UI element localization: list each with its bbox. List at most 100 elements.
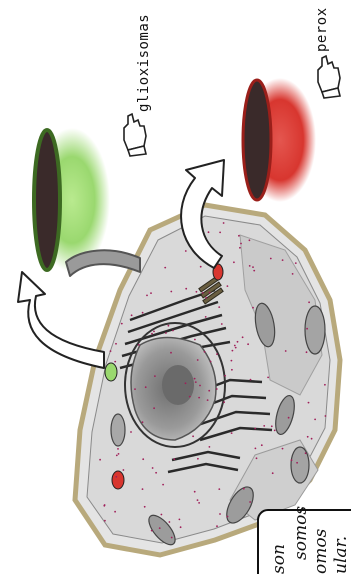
ribosome-dot	[99, 459, 101, 461]
ribosome-dot	[237, 341, 239, 343]
ribosome-dot	[282, 259, 284, 261]
ribosome-dot	[192, 435, 194, 437]
ribosome-dot	[308, 402, 310, 404]
ribosome-dot	[219, 513, 221, 515]
ribosome-dot	[110, 350, 112, 352]
caption-line-4: ular.	[331, 536, 351, 574]
ribosome-dot	[231, 432, 233, 434]
ribosome-dot	[138, 344, 140, 346]
ribosome-dot	[250, 379, 252, 381]
ribosome-dot	[307, 436, 309, 438]
ribosome-dot	[247, 343, 249, 345]
caption-line-1: son	[269, 544, 289, 574]
ribosome-dot	[152, 467, 154, 469]
ribosome-dot	[162, 484, 164, 486]
ribosome-dot	[282, 448, 284, 450]
ribosome-dot	[146, 295, 148, 297]
ribosome-dot	[218, 306, 220, 308]
caption-box: son somos omos ular.	[258, 506, 351, 574]
ribosome-dot	[218, 488, 220, 490]
ribosome-dot	[134, 388, 136, 390]
ribosome-dot	[227, 285, 229, 287]
ribosome-dot	[235, 347, 237, 349]
ribosome-dot	[199, 385, 201, 387]
ribosome-dot	[271, 425, 273, 427]
ribosome-dot	[261, 444, 263, 446]
ribosome-dot	[208, 390, 210, 392]
ribosome-dot	[295, 262, 297, 264]
ribosome-dot	[209, 292, 211, 294]
ribosome-dot	[242, 336, 244, 338]
ribosome-dot	[117, 448, 119, 450]
ribosome-dot	[256, 457, 258, 459]
ribosome-dot	[171, 537, 173, 539]
ribosome-dot	[116, 455, 118, 457]
ribosome-dot	[196, 291, 198, 293]
ribosome-dot	[142, 488, 144, 490]
ribosome-dot	[209, 446, 211, 448]
ribosome-dot	[145, 386, 147, 388]
ribosome-dot	[114, 511, 116, 513]
ribosome-dot	[185, 288, 187, 290]
ribosome-dot	[234, 345, 236, 347]
ribosome-dot	[150, 292, 152, 294]
ribosome-dot	[205, 297, 207, 299]
ribosome-dot	[179, 519, 181, 521]
ribosome-dot	[208, 231, 210, 233]
ribosome-dot	[291, 459, 293, 461]
ribosome-dot	[165, 332, 167, 334]
ribosome-dot	[172, 330, 174, 332]
ribosome-dot	[198, 397, 200, 399]
ribosome-dot	[232, 350, 234, 352]
ribosome-dot	[306, 328, 308, 330]
ribosome-dot	[123, 469, 125, 471]
ribosome-dot	[224, 375, 226, 377]
ribosome-dot	[197, 359, 199, 361]
ribosome-dot	[131, 314, 133, 316]
ribosome-dot	[252, 307, 254, 309]
ribosome-dot	[227, 516, 229, 518]
ribosome-dot	[324, 384, 326, 386]
ribosome-dot	[195, 381, 197, 383]
ribosome-dot	[263, 425, 265, 427]
ribosome-dot	[151, 530, 153, 532]
ribosome-dot	[231, 369, 233, 371]
ribosome-dot	[272, 472, 274, 474]
ribosome-dot	[194, 339, 196, 341]
ribosome-dot	[198, 502, 200, 504]
ribosome-dot	[219, 232, 221, 234]
ribosome-dot	[311, 438, 313, 440]
ribosome-dot	[270, 258, 272, 260]
nucleolus	[162, 365, 194, 405]
ribosome-dot	[170, 352, 172, 354]
ribosome-dot	[216, 525, 218, 527]
ribosome-dot	[233, 261, 235, 263]
ribosome-dot	[161, 514, 163, 516]
ribosome-dot	[238, 235, 240, 237]
ribosome-dot	[325, 415, 327, 417]
ribosome-dot	[249, 265, 251, 267]
caption-line-3: omos	[311, 528, 331, 574]
ribosome-dot	[305, 452, 307, 454]
glyoxysome-in-cell	[105, 363, 117, 381]
peroxisome-organelle	[243, 78, 316, 202]
ribosome-dot	[205, 316, 207, 318]
ribosome-dot	[210, 361, 212, 363]
ribosome-dot	[118, 453, 120, 455]
ribosome-dot	[274, 430, 276, 432]
ribosome-dot	[153, 331, 155, 333]
peroxisome-label: perox	[314, 7, 330, 52]
ribosome-dot	[153, 407, 155, 409]
caption-line-2: somos	[291, 506, 311, 560]
ribosome-dot	[253, 270, 255, 272]
ribosome-dot	[202, 292, 204, 294]
ribosome-dot	[130, 431, 132, 433]
ribosome-dot	[197, 499, 199, 501]
ribosome-dot	[239, 247, 241, 249]
ribosome-dot	[121, 323, 123, 325]
ribosome-dot	[207, 399, 209, 401]
ribosome-dot	[204, 351, 206, 353]
ribosome-dot	[216, 388, 218, 390]
ribosome-dot	[194, 378, 196, 380]
